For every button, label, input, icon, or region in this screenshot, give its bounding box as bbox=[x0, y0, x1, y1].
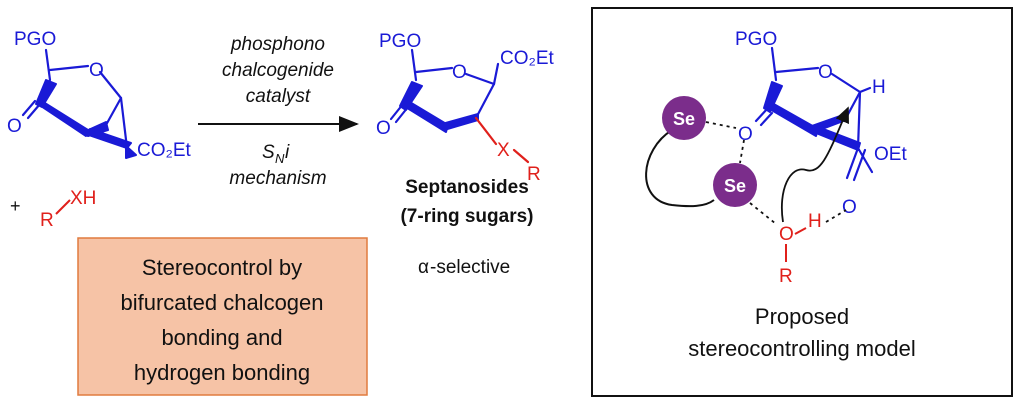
reactant-pgo: PGO bbox=[14, 29, 56, 50]
condition-line-5: mechanism bbox=[229, 168, 326, 189]
model-ester-oxygen: O bbox=[842, 197, 857, 218]
curly-arrow bbox=[781, 106, 849, 223]
condition-line-1: phosphono bbox=[230, 34, 325, 55]
model-h: H bbox=[872, 77, 886, 98]
nucleophile-r: R bbox=[40, 210, 54, 231]
nucleophile-xh: XH bbox=[70, 188, 96, 209]
selenium-atom-2 bbox=[713, 163, 757, 207]
model-nucleophile-h: H bbox=[808, 211, 822, 232]
sni-label: S N i bbox=[262, 142, 290, 166]
reactant-ring-oxygen: O bbox=[89, 60, 104, 81]
product-name: Septanosides bbox=[405, 177, 529, 198]
summary-line-4: hydrogen bonding bbox=[134, 360, 310, 385]
model-ring-oxygen: O bbox=[818, 62, 833, 83]
product-ester-label: CO₂Et bbox=[500, 48, 555, 69]
product-subtitle: (7-ring sugars) bbox=[400, 206, 533, 227]
nucleophile: + R XH bbox=[10, 188, 96, 231]
sni-n: N bbox=[275, 151, 285, 166]
se-label-2: Se bbox=[724, 176, 746, 196]
reactant-ketone-oxygen: O bbox=[7, 116, 22, 137]
product-pgo: PGO bbox=[379, 31, 421, 52]
model-nucleophile-r: R bbox=[779, 266, 793, 287]
model-pgo: PGO bbox=[735, 29, 777, 50]
model-caption-1: Proposed bbox=[755, 304, 849, 329]
model-panel: PGO O H O OEt O Se Se O H R Proposed ste… bbox=[591, 7, 1013, 397]
reactant-ester-label: CO₂Et bbox=[137, 140, 192, 161]
condition-line-3: catalyst bbox=[246, 86, 311, 107]
selenium-atom-1 bbox=[662, 96, 706, 140]
alpha-symbol: α bbox=[418, 257, 429, 278]
product-r: R bbox=[527, 164, 541, 185]
condition-line-2: chalcogenide bbox=[222, 60, 334, 81]
reaction-conditions: phosphono chalcogenide catalyst S N i me… bbox=[198, 34, 359, 189]
product-ketone-oxygen: O bbox=[376, 118, 391, 139]
summary-line-1: Stereocontrol by bbox=[142, 255, 302, 280]
summary-line-2: bifurcated chalcogen bbox=[120, 290, 323, 315]
model-oet: OEt bbox=[874, 144, 907, 165]
reactant-structure: PGO O O CO₂Et bbox=[7, 29, 192, 161]
product-x: X bbox=[497, 140, 510, 161]
se-label-1: Se bbox=[673, 109, 695, 129]
product-ring-oxygen: O bbox=[452, 62, 467, 83]
sni-i: i bbox=[285, 142, 290, 163]
plus-sign: + bbox=[10, 196, 21, 216]
sni-s: S bbox=[262, 142, 275, 163]
model-carbonyl-oxygen: O bbox=[738, 124, 753, 145]
selectivity-label: -selective bbox=[430, 257, 510, 278]
model-nucleophile-oxygen: O bbox=[779, 224, 794, 245]
product-structure: PGO O O CO₂Et X R bbox=[376, 31, 555, 185]
model-caption-2: stereocontrolling model bbox=[688, 336, 915, 361]
product-description: Septanosides (7-ring sugars) α -selectiv… bbox=[400, 177, 533, 278]
summary-box: Stereocontrol by bifurcated chalcogen bo… bbox=[77, 237, 368, 396]
summary-line-3: bonding and bbox=[161, 325, 282, 350]
